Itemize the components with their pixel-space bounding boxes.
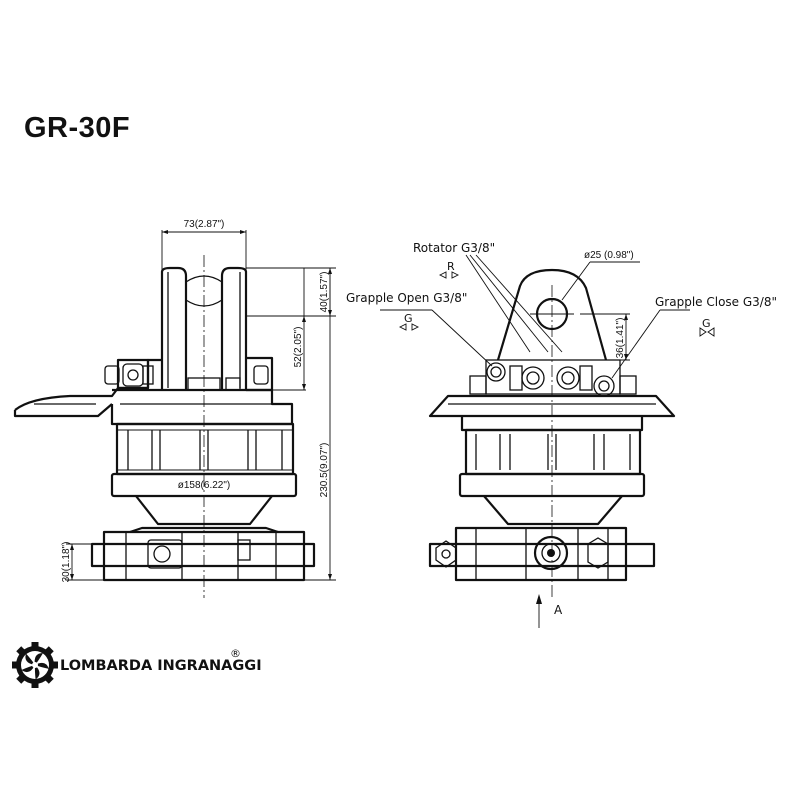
dim-height-total: 230.5(9.07") xyxy=(319,443,330,498)
label-grapple-open-port: Grapple Open G3/8" xyxy=(346,291,467,305)
label-grapple-close-code: G xyxy=(702,317,711,330)
brand-name: LOMBARDA INGRANAGGI xyxy=(60,658,262,674)
side-view: 73(2.87") xyxy=(13,219,336,598)
gear-icon xyxy=(12,642,58,688)
dim-height-mid: 52(2.05") xyxy=(293,327,304,368)
bowtie-valve-icon xyxy=(699,327,715,337)
page-title: GR-30F xyxy=(24,112,131,144)
dim-diameter-pin: ø25 (0.98") xyxy=(584,250,634,261)
double-arrow-icon xyxy=(398,323,420,331)
label-grapple-open-code: G xyxy=(404,312,413,325)
double-arrow-icon xyxy=(438,271,460,279)
label-rotator-port: Rotator G3/8" xyxy=(413,241,495,255)
registered-mark: ® xyxy=(230,647,241,660)
dim-height-top: 40(1.57") xyxy=(319,272,330,313)
dim-height-pin: 36(1.41") xyxy=(615,318,626,359)
dim-height-base: 30(1.18") xyxy=(61,542,72,583)
label-grapple-close-port: Grapple Close G3/8" xyxy=(655,295,777,309)
dim-diameter-body: ø158(6.22") xyxy=(178,480,230,491)
label-rotator-code: R xyxy=(447,260,455,273)
view-label: A xyxy=(554,603,563,617)
dim-width-top: 73(2.87") xyxy=(184,219,225,230)
brand-logo: LOMBARDA INGRANAGGI ® xyxy=(12,642,262,688)
front-view: ø25 (0.98") 36(1.41") xyxy=(346,241,777,628)
